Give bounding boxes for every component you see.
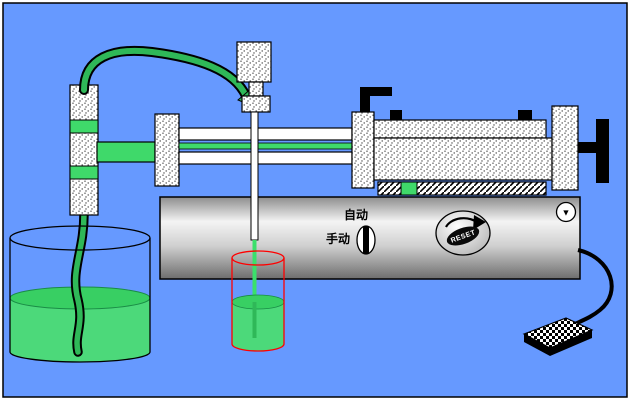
pedal-side-right — [550, 330, 592, 356]
filling-needle — [250, 111, 259, 241]
cylinder-assembly — [351, 87, 609, 196]
pedal-top[interactable] — [522, 317, 594, 349]
filling-valve — [241, 95, 271, 113]
manual-label: 手动 — [326, 231, 350, 246]
target-container — [231, 250, 285, 352]
piston-end-plate — [596, 119, 609, 183]
handle-lever-grip[interactable] — [360, 87, 392, 96]
lead-screw — [178, 142, 353, 150]
rail-left-bracket — [154, 113, 180, 187]
reset-knob[interactable]: RESET — [435, 210, 491, 256]
container-liquid-surface — [231, 294, 285, 310]
container-liquid — [232, 302, 284, 351]
container-wall — [231, 258, 285, 352]
pump-arm — [96, 141, 156, 163]
down-button[interactable]: ▼ — [555, 201, 577, 223]
cylinder-end-cap — [551, 105, 579, 191]
pump-tower-band-lower — [69, 165, 99, 180]
pump-tower-band-upper — [69, 119, 99, 134]
cylinder-left-plate — [351, 111, 375, 189]
rail-assembly — [154, 113, 353, 187]
foot-pedal[interactable] — [522, 248, 614, 356]
cylinder-top-plate — [373, 119, 547, 139]
down-button-circle[interactable] — [555, 201, 577, 223]
reset-knob-cap[interactable] — [444, 223, 481, 250]
pump-tower-body — [69, 84, 99, 216]
clamp-block-right — [518, 110, 532, 121]
clamp-block-left — [390, 110, 402, 121]
rotate-arrowhead-icon — [473, 215, 486, 230]
beaker-wall — [9, 238, 151, 363]
cylinder-body — [373, 137, 553, 181]
piston-rod — [578, 142, 598, 153]
down-arrow-icon: ▼ — [562, 208, 571, 218]
suction-tube — [72, 211, 87, 355]
supply-beaker — [9, 209, 151, 363]
feed-tube-inner — [81, 47, 249, 99]
auto-label: 自动 — [344, 207, 368, 222]
pedal-side-front — [524, 334, 550, 356]
stroke-scale-rail — [377, 181, 547, 196]
rail-bottom — [178, 151, 353, 165]
mode-switch[interactable] — [356, 225, 376, 255]
base-panel: 自动 手动 RESET ▼ — [159, 196, 581, 280]
handle-lever-shaft[interactable] — [360, 94, 370, 124]
rail-top — [178, 127, 353, 141]
filling-head-neck — [248, 81, 264, 97]
stroke-slider[interactable] — [400, 181, 418, 196]
filling-head-block — [236, 41, 272, 83]
mode-switch-toggle[interactable] — [363, 226, 369, 254]
